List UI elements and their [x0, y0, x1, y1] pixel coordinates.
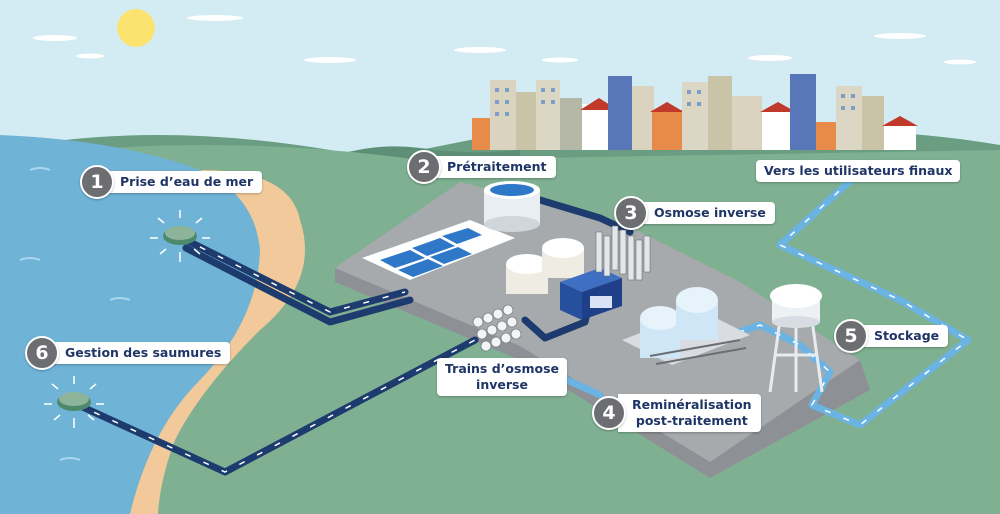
ro-trains-label-line: Trains d’osmose [445, 361, 559, 376]
pretreatment-basins [362, 220, 515, 280]
ro-trains-label-line: inverse [476, 377, 528, 392]
callout-remineralization: 4 Reminéralisation post-traitement [592, 394, 761, 432]
ro-silos [506, 238, 584, 294]
step-label: Prise d’eau de mer [106, 171, 263, 193]
ro-racks [595, 225, 651, 281]
step-number-badge: 5 [834, 319, 868, 353]
callout-intake: 1 Prise d’eau de mer [80, 165, 263, 199]
pretreatment-tank [484, 181, 540, 232]
end-users-label: Vers les utilisateurs finaux [756, 160, 961, 182]
sun-icon [117, 9, 155, 47]
callout-brine: 6 Gestion des saumures [25, 336, 231, 370]
callout-storage: 5 Stockage [834, 319, 949, 353]
ro-trains [472, 304, 522, 352]
intake-head-icon [150, 210, 210, 262]
step-number-badge: 3 [614, 196, 648, 230]
ro-trains-label: Trains d’osmose inverse [437, 358, 567, 396]
step-label-line: Reminéralisation [632, 397, 752, 412]
clouds [33, 15, 976, 65]
step-number-badge: 2 [407, 150, 441, 184]
city-skyline [472, 74, 918, 150]
brine-outfall-icon [44, 376, 104, 428]
step-label: Reminéralisation post-traitement [618, 394, 761, 432]
callout-pretreatment: 2 Prétraitement [407, 150, 556, 184]
step-number-badge: 4 [592, 396, 626, 430]
callout-reverse-osmosis: 3 Osmose inverse [614, 196, 775, 230]
step-label-line: post-traitement [635, 413, 748, 428]
step-number-badge: 1 [80, 165, 114, 199]
step-label: Gestion des saumures [51, 342, 231, 364]
step-label: Osmose inverse [640, 202, 775, 224]
step-label: Prétraitement [433, 156, 556, 178]
step-label: Stockage [860, 325, 949, 347]
step-number-badge: 6 [25, 336, 59, 370]
water-tower [768, 284, 824, 393]
remineralization-tanks [622, 287, 750, 365]
